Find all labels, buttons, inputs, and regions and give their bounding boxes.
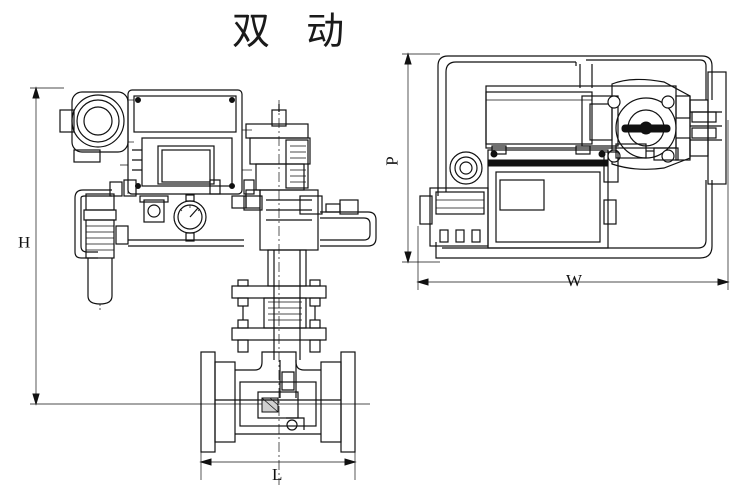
- air-piping: [74, 189, 377, 259]
- positioner-fittings: [109, 179, 255, 197]
- height-dimension-label: H: [18, 234, 31, 252]
- positioner-housing: [120, 89, 252, 195]
- tee-fittings: [231, 189, 359, 215]
- top-view: [402, 52, 730, 290]
- width-dimension-line: [416, 120, 730, 290]
- top-piping-loop: [435, 55, 713, 259]
- height-dimension-line: [30, 86, 370, 406]
- valve-body: [200, 351, 356, 453]
- front-view: [30, 86, 377, 485]
- bonnet-flanges: [231, 279, 327, 353]
- length-dimension-label: L: [272, 465, 283, 484]
- width-dimension-label: W: [566, 271, 583, 290]
- depth-dimension-label: P: [382, 156, 402, 166]
- pressure-gauge: [173, 194, 207, 242]
- filter-regulator: [83, 193, 129, 310]
- drawing-title: 双 动: [232, 9, 357, 53]
- actuator-bracket: [243, 104, 323, 360]
- positioner-top: [487, 145, 619, 249]
- top-fittings: [615, 111, 717, 161]
- actuator-cylinder: [485, 85, 677, 149]
- junction-box: [59, 91, 134, 163]
- depth-dimension-line: [402, 52, 440, 264]
- pilot-valve-block: [139, 195, 169, 223]
- rotary-end-cap: [607, 78, 691, 170]
- junction-box-top: [419, 151, 489, 247]
